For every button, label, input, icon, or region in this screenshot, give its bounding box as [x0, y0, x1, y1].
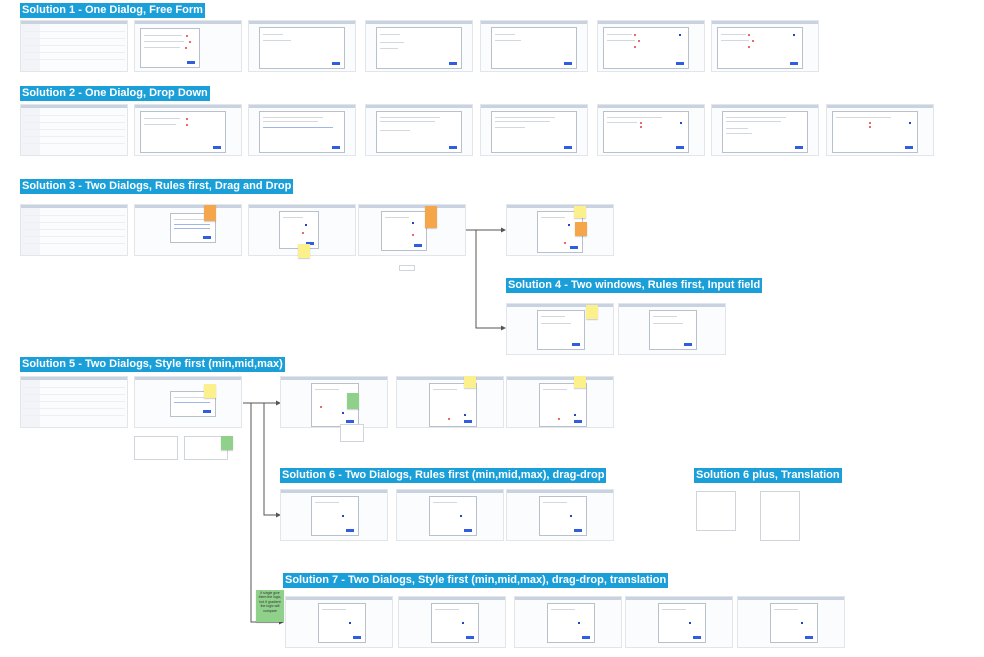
label-solution-7: Solution 7 - Two Dialogs, Style first (m… [283, 573, 669, 588]
screenshot-thumbnail [20, 204, 128, 256]
sticky-note [574, 376, 586, 388]
sticky-note [298, 244, 310, 258]
screenshot-thumbnail [285, 596, 393, 648]
label-solution-4: Solution 4 - Two windows, Rules first, I… [506, 278, 763, 293]
screenshot-thumbnail [625, 596, 733, 648]
screenshot-thumbnail [365, 20, 473, 72]
small-thumbnail [696, 491, 736, 531]
screenshot-thumbnail [480, 20, 588, 72]
screenshot-thumbnail [396, 489, 504, 541]
screenshot-thumbnail [398, 596, 506, 648]
sticky-note [347, 393, 359, 409]
label-solution-3: Solution 3 - Two Dialogs, Rules first, D… [20, 179, 294, 194]
screenshot-thumbnail [280, 489, 388, 541]
screenshot-thumbnail [20, 104, 128, 156]
small-thumbnail [134, 436, 178, 460]
screenshot-thumbnail [711, 104, 819, 156]
screenshot-thumbnail [248, 104, 356, 156]
screenshot-thumbnail [506, 204, 614, 256]
screenshot-thumbnail [597, 104, 705, 156]
label-solution-2: Solution 2 - One Dialog, Drop Down [20, 86, 210, 101]
screenshot-thumbnail [711, 20, 819, 72]
label-solution-5: Solution 5 - Two Dialogs, Style first (m… [20, 357, 285, 372]
screenshot-thumbnail [280, 376, 388, 428]
small-thumbnail [399, 265, 415, 271]
screenshot-thumbnail [134, 204, 242, 256]
sticky-note [425, 206, 437, 228]
screenshot-thumbnail [20, 20, 128, 72]
sticky-note [204, 384, 216, 398]
screenshot-thumbnail [248, 20, 356, 72]
screenshot-thumbnail [597, 20, 705, 72]
screenshot-thumbnail [506, 376, 614, 428]
screenshot-thumbnail [826, 104, 934, 156]
screenshot-thumbnail [20, 376, 128, 428]
screenshot-thumbnail [737, 596, 845, 648]
sticky-note [464, 376, 476, 388]
sticky-note [574, 206, 586, 218]
screenshot-thumbnail [134, 376, 242, 428]
screenshot-thumbnail [358, 204, 466, 256]
screenshot-thumbnail [480, 104, 588, 156]
screenshot-thumbnail [618, 303, 726, 355]
sticky-note [575, 222, 587, 236]
small-thumbnail [760, 491, 800, 541]
sticky-note [221, 436, 233, 450]
screenshot-thumbnail [514, 596, 622, 648]
screenshot-thumbnail [134, 20, 242, 72]
screenshot-thumbnail [396, 376, 504, 428]
sticky-note: If single give them the logic, but if gr… [256, 590, 284, 622]
small-thumbnail [340, 424, 364, 442]
sticky-note [204, 205, 216, 221]
label-solution-1: Solution 1 - One Dialog, Free Form [20, 3, 205, 18]
screenshot-thumbnail [365, 104, 473, 156]
screenshot-thumbnail [506, 489, 614, 541]
screenshot-thumbnail [134, 104, 242, 156]
sticky-note [586, 305, 598, 319]
label-solution-6-plus: Solution 6 plus, Translation [694, 468, 842, 483]
label-solution-6: Solution 6 - Two Dialogs, Rules first (m… [280, 468, 607, 483]
